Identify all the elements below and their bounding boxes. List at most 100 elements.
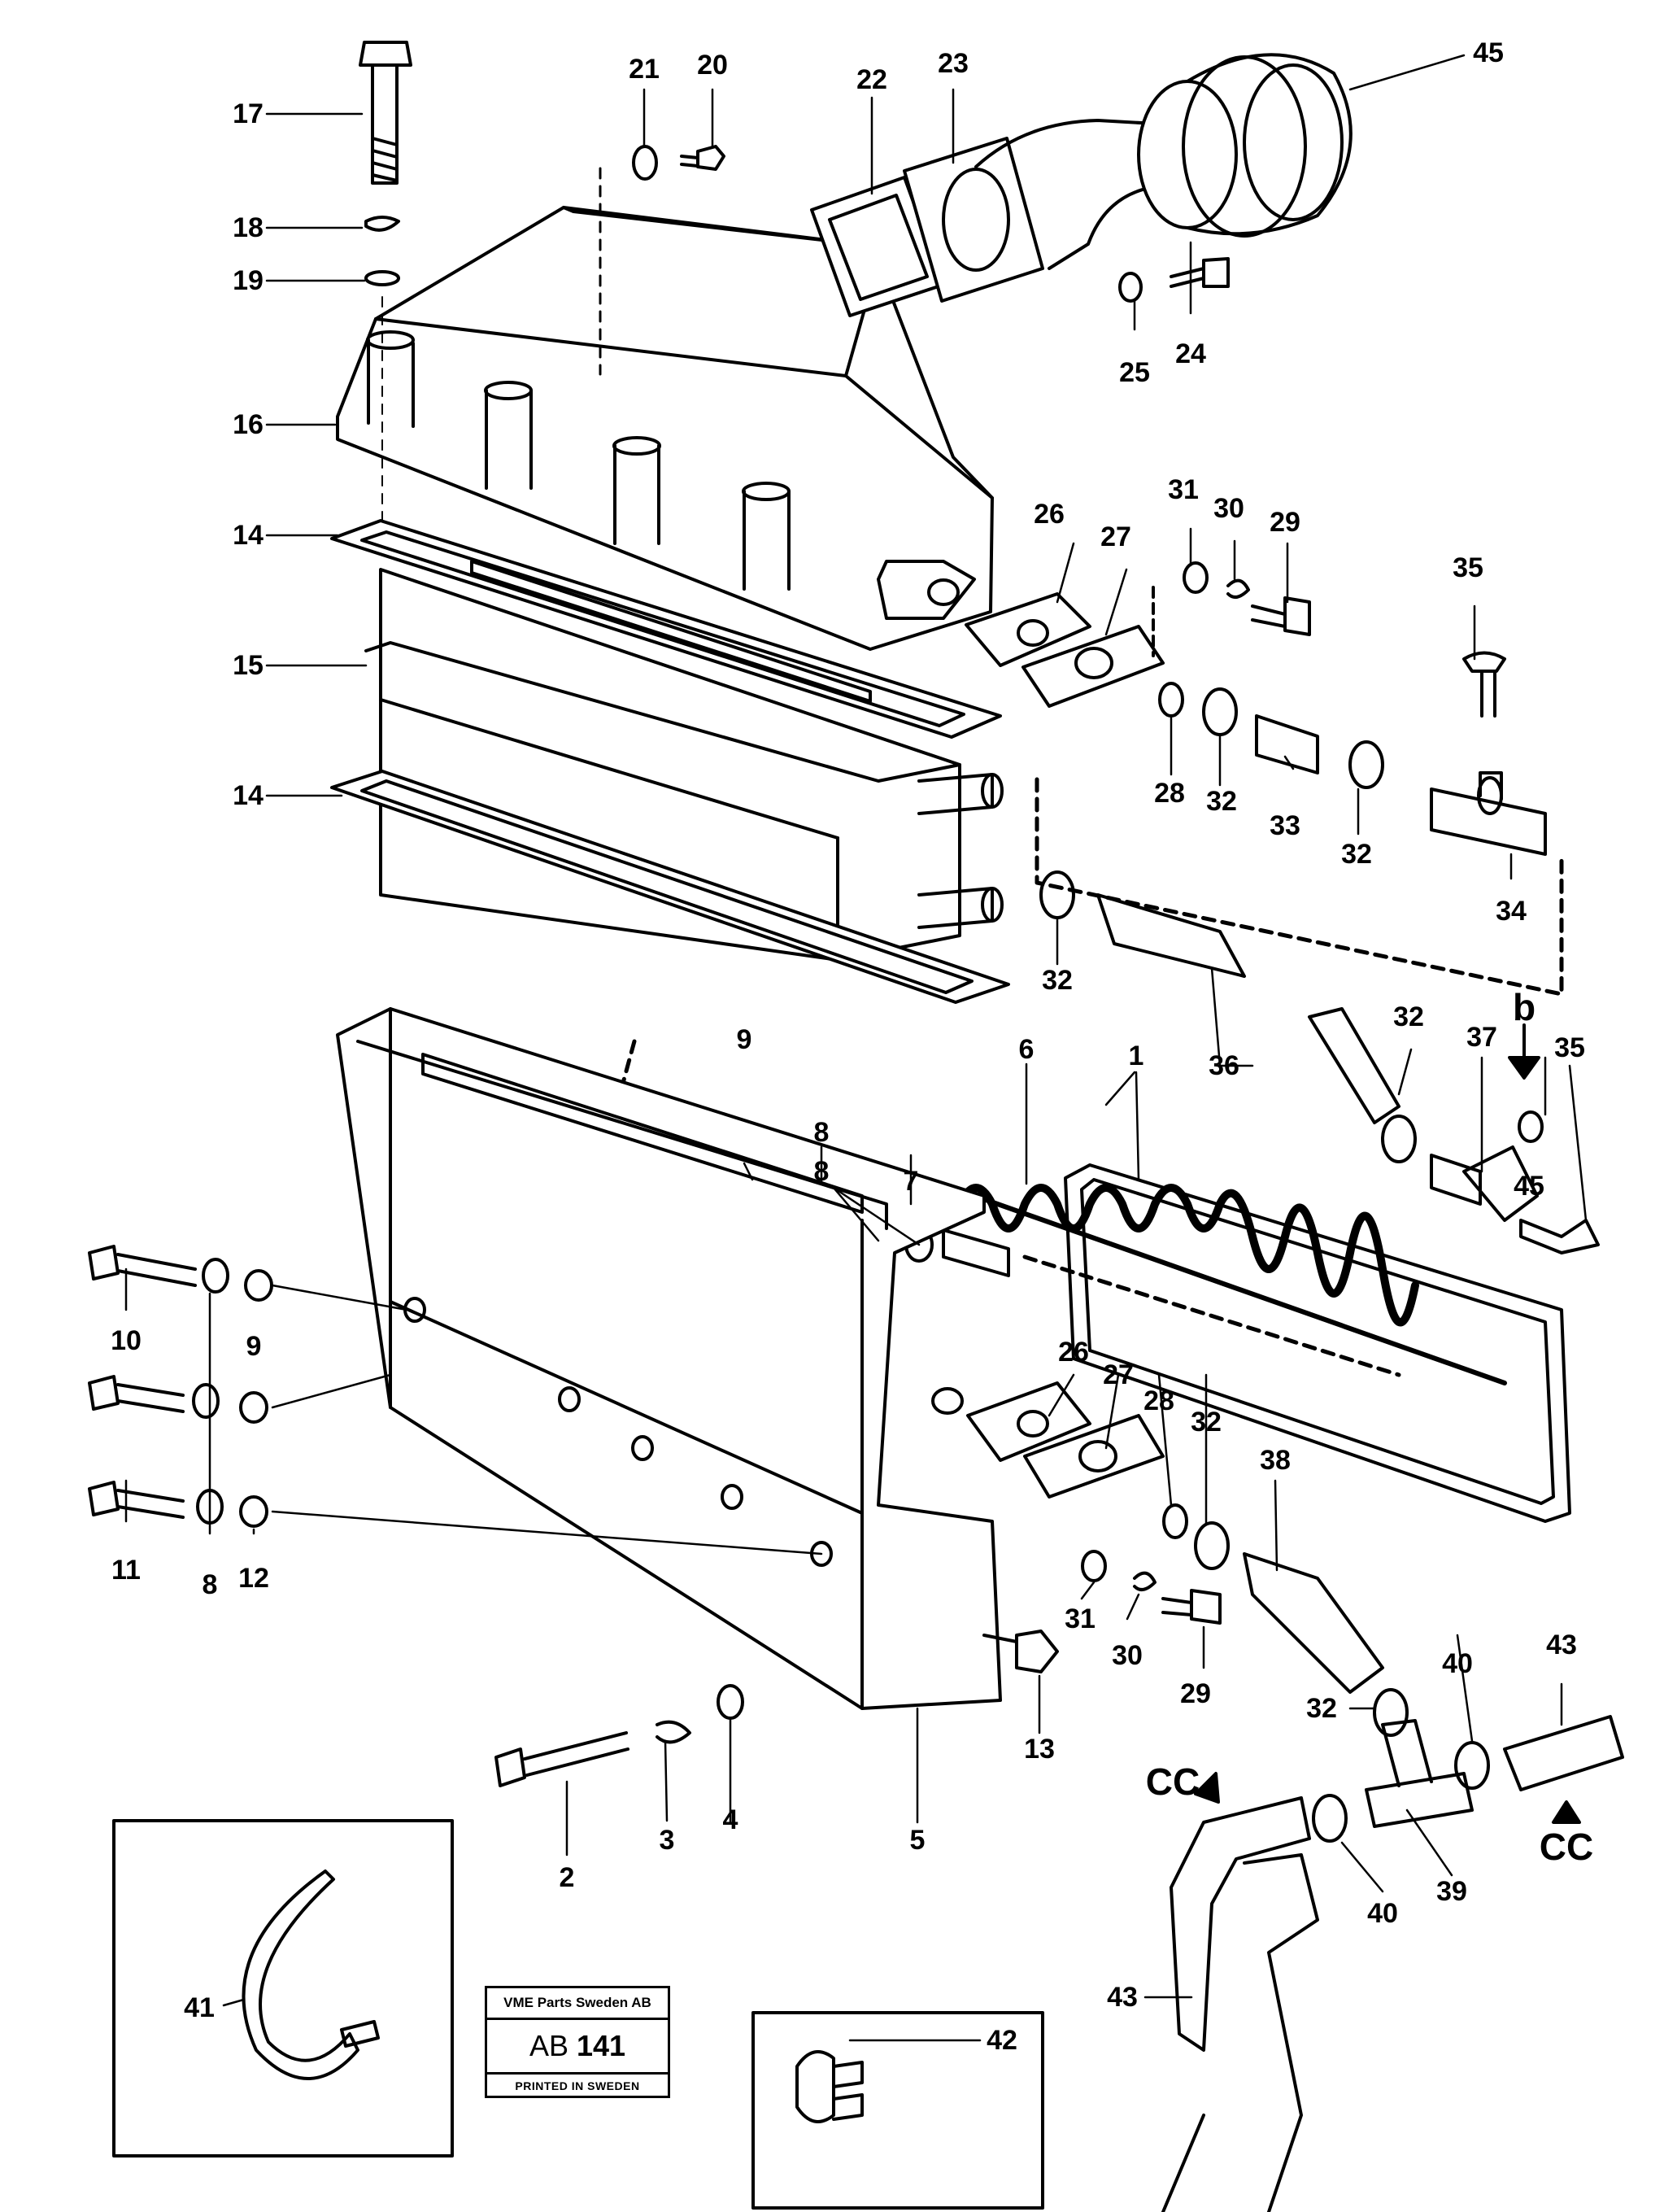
part-label-1: 1 [1128,1041,1144,1071]
clip-30-lower [1133,1571,1157,1591]
part-label-17: 17 [233,98,264,129]
washer-10 [202,1258,229,1294]
bolt-10b [88,1375,185,1413]
manifold-housing-5 [336,1007,1002,1710]
dashed-line-7 [1022,1254,1401,1377]
part-label-19: 19 [233,265,264,296]
part-label-37: 37 [1466,1022,1497,1053]
leader-lines [124,54,1588,2042]
washer-31-upper [1183,561,1209,594]
elbow-32 [1308,1007,1400,1124]
washer-25 [1118,272,1143,303]
part-label-23: 23 [938,48,969,79]
clamp-32-e [1194,1521,1230,1570]
part-label-32-e: 32 [1191,1407,1222,1438]
part-label-45-top: 45 [1473,37,1504,68]
part-label-31-upper: 31 [1168,474,1199,505]
hose-36 [1096,893,1246,978]
washer-31-lower [1081,1550,1107,1582]
part-label-29-lower: 29 [1180,1678,1211,1709]
part-label-11: 11 [111,1555,141,1586]
part-label-42: 42 [987,2025,1017,2056]
clip-3 [656,1720,691,1744]
part-label-30-lower: 30 [1112,1640,1143,1671]
part-label-28-upper: 28 [1154,778,1185,809]
mounting-clip-42 [795,2050,864,2123]
clamp-32-b [1348,740,1384,789]
inset-box-41 [112,1819,454,2157]
gasket-14-lower [330,770,1010,1004]
sleeve-7-mid [942,1228,1010,1277]
gasket-14-upper [330,519,1002,739]
part-label-32-c: 32 [1042,965,1073,996]
part-label-5: 5 [909,1825,926,1856]
washer-10b [192,1383,220,1419]
part-label-32-b: 32 [1341,839,1372,870]
flange-27-lower [1023,1414,1165,1499]
clamp-40-right [1454,1741,1490,1790]
air-cleaner-45 [1137,53,1353,238]
clamp-32-f [1373,1688,1409,1737]
part-label-15: 15 [233,650,264,681]
part-label-32-f: 32 [1306,1693,1337,1724]
part-label-27-upper: 27 [1100,521,1131,552]
bushing-9-left-b [239,1391,268,1424]
oring-28-upper [1158,682,1184,718]
bolt-24 [1170,257,1230,288]
hose-clip-41 [242,1870,380,2080]
part-label-6: 6 [1018,1034,1035,1065]
dashed-frame [1035,777,1564,997]
cover-plate-1 [1064,1163,1571,1523]
arrow-cc-left-head [1194,1772,1220,1804]
part-label-35-upper: 35 [1453,552,1483,583]
stamp-company: VME Parts Sweden AB [487,1988,668,2020]
stamp-printed: PRINTED IN SWEDEN [515,2079,640,2092]
bushing-12 [239,1495,268,1528]
part-label-10: 10 [111,1325,142,1356]
view-marker-cc-right: CC [1539,1826,1594,1868]
bolt-10 [88,1245,197,1287]
fitting-37 [1430,1154,1482,1206]
plug-20 [680,145,725,171]
hose-38 [1243,1552,1384,1694]
pipe-lower [1161,1853,1319,2212]
lock-clip-18 [364,216,400,232]
part-label-20: 20 [697,50,728,81]
part-label-7: 7 [903,1166,919,1197]
arrow-b-head [1508,1056,1540,1080]
part-label-21: 21 [629,54,660,85]
inset-box-42 [751,2011,1044,2210]
part-label-22: 22 [856,64,887,95]
gasket-22 [810,176,945,317]
part-label-27-lower: 27 [1103,1359,1134,1390]
part-label-45-lower: 45 [1514,1171,1544,1202]
bolt-29-upper [1251,596,1311,636]
hose-43-left [1170,1796,1311,2052]
part-label-28-lower: 28 [1143,1385,1174,1416]
part-label-31-lower: 31 [1065,1603,1096,1634]
part-label-26-upper: 26 [1034,499,1065,530]
drain-cock-35-upper [1462,651,1506,718]
plug-13 [982,1630,1059,1673]
part-label-36: 36 [1209,1050,1239,1081]
washer-19 [364,270,400,286]
part-label-39: 39 [1436,1876,1467,1907]
part-label-14-upper: 14 [233,520,264,551]
bolt-2 [494,1731,629,1787]
part-label-9-top: 9 [736,1024,752,1055]
part-label-32-d: 32 [1393,1001,1424,1032]
part-label-35-lower: 35 [1554,1032,1585,1063]
part-label-24: 24 [1175,338,1206,369]
arrow-cc-right-head [1552,1800,1581,1824]
part-label-16: 16 [233,409,264,440]
part-label-12: 12 [238,1563,269,1594]
part-label-25: 25 [1119,357,1150,388]
part-label-3: 3 [659,1825,675,1856]
bushing-9-left-a [244,1269,273,1302]
part-label-29-upper: 29 [1270,507,1300,538]
part-label-33: 33 [1270,810,1300,841]
hose-33 [1255,714,1319,774]
coil-rod [949,1185,1507,1385]
part-label-43-left: 43 [1107,1982,1138,2013]
part-label-14-lower: 14 [233,780,264,811]
